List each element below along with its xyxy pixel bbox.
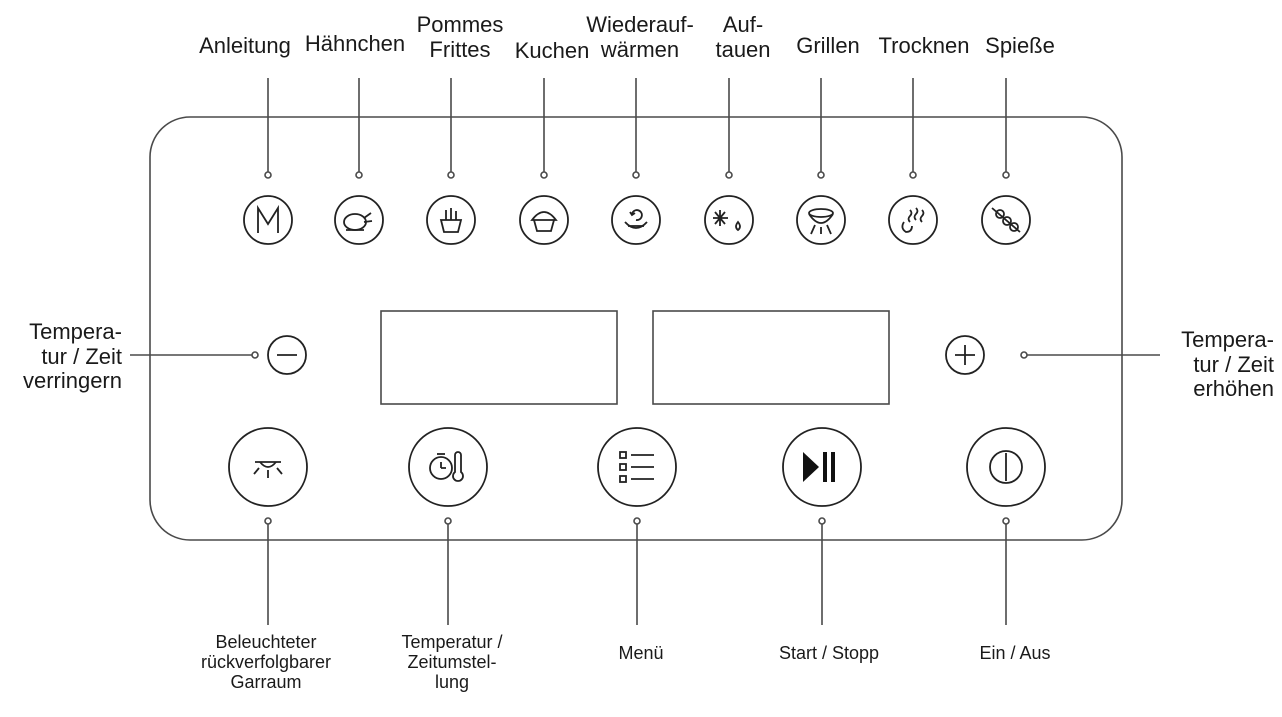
label-grillen: Grillen: [796, 33, 860, 58]
dry-icon[interactable]: [888, 195, 938, 245]
label-wiederaufwaermen: Wiederauf- wärmen: [586, 12, 694, 62]
light-icon[interactable]: [228, 427, 308, 507]
plus-icon[interactable]: [945, 335, 985, 375]
label-menu: Menü: [618, 643, 664, 663]
cake-icon[interactable]: [519, 195, 569, 245]
fries-icon[interactable]: [426, 195, 476, 245]
label-power: Ein / Aus: [979, 643, 1051, 663]
side-leaders: [130, 351, 1160, 359]
label-spiesse: Spieße: [985, 33, 1055, 58]
grill-icon[interactable]: [796, 195, 846, 245]
minus-icon[interactable]: [267, 335, 307, 375]
label-auftauen: Auf- tauen: [715, 12, 771, 62]
bottom-leaders: [264, 517, 1010, 625]
label-pommes-frittes: Pommes Frittes: [416, 12, 504, 62]
label-kuchen: Kuchen: [514, 38, 590, 63]
label-temp-time: Temperatur / Zeitumstel- lung: [401, 632, 503, 693]
menu-list-icon[interactable]: [597, 427, 677, 507]
label-anleitung: Anleitung: [199, 33, 291, 58]
label-decrease: Tempera- tur / Zeit verringern: [22, 319, 122, 394]
label-haehnchen: Hähnchen: [304, 31, 406, 56]
chicken-icon[interactable]: [334, 195, 384, 245]
left-display: [380, 310, 618, 405]
right-display: [652, 310, 890, 405]
label-start-stop: Start / Stopp: [778, 643, 880, 663]
skewer-icon[interactable]: [981, 195, 1031, 245]
timer-thermometer-icon[interactable]: [408, 427, 488, 507]
play-pause-icon[interactable]: [782, 427, 862, 507]
panel-outline: [149, 116, 1123, 541]
label-trocknen: Trocknen: [878, 33, 970, 58]
reheat-icon[interactable]: [611, 195, 661, 245]
power-icon[interactable]: [966, 427, 1046, 507]
label-increase: Tempera- tur / Zeit erhöhen: [1181, 327, 1274, 402]
label-light: Beleuchteter rückverfolgbarer Garraum: [200, 632, 332, 693]
defrost-icon[interactable]: [704, 195, 754, 245]
top-leaders: [264, 78, 1010, 179]
m-letter-icon[interactable]: [243, 195, 293, 245]
